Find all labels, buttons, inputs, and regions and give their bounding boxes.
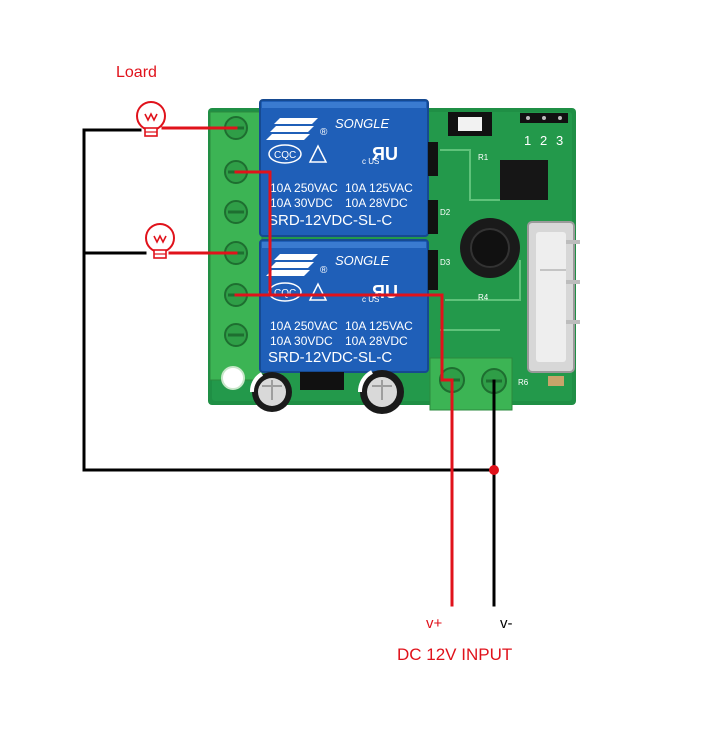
bulb-icon — [145, 223, 175, 259]
pin-2: 2 — [540, 133, 547, 148]
registered-mark: ® — [320, 127, 328, 138]
rating-2b: 10A 28VDC — [345, 334, 408, 348]
antenna-pins — [566, 240, 580, 324]
pushbutton — [448, 112, 492, 136]
inductor-coil — [460, 218, 520, 278]
songle-logo — [266, 118, 318, 140]
junction-dot — [489, 465, 499, 475]
pin-3: 3 — [556, 133, 563, 148]
registered-mark: ® — [320, 265, 328, 276]
songle-logo — [266, 254, 318, 276]
rating-1a: 10A 250VAC — [270, 319, 338, 333]
bulb-icon — [136, 101, 166, 137]
silk-d3: D3 — [440, 258, 451, 267]
diode-2 — [428, 200, 438, 234]
transistor — [300, 372, 344, 390]
rating-1a: 10A 250VAC — [270, 181, 338, 195]
relay-1: SONGLE ® CQC ЯU c US 10A 250VAC 10A 125V… — [259, 99, 429, 237]
black-wires — [82, 128, 496, 607]
rating-1b: 10A 125VAC — [345, 181, 413, 195]
vplus-label: v+ — [426, 615, 443, 632]
silk-r6: R6 — [518, 378, 529, 387]
red-wire-common-bus — [234, 293, 454, 382]
ul-sub: c US — [362, 157, 379, 166]
dc-input-label: DC 12V INPUT — [397, 645, 512, 664]
smd-cap — [548, 376, 564, 386]
rating-2a: 10A 30VDC — [270, 334, 333, 348]
screw-6 — [224, 323, 248, 347]
pin-header: 1 2 3 — [520, 113, 568, 148]
crystal-oscillator — [527, 221, 575, 373]
terminal-block-left — [209, 111, 263, 381]
diode-3 — [428, 250, 438, 290]
diode-1 — [428, 142, 438, 176]
rating-1b: 10A 125VAC — [345, 319, 413, 333]
ul-mark: ЯU — [372, 144, 398, 164]
relay-2: SONGLE ® CQC ЯU c US 10A 250VAC 10A 125V… — [259, 239, 429, 373]
silk-r1: R1 — [478, 153, 489, 162]
mounting-hole — [221, 366, 245, 390]
ul-sub: c US — [362, 295, 379, 304]
ic-chip — [500, 160, 548, 200]
rating-2a: 10A 30VDC — [270, 196, 333, 210]
relay-model: SRD-12VDC-SL-C — [268, 349, 392, 366]
pin-1: 1 — [524, 133, 531, 148]
capacitor-1 — [250, 372, 292, 412]
rating-2b: 10A 28VDC — [345, 196, 408, 210]
red-wire-common-1 — [234, 170, 272, 297]
silk-d2: D2 — [440, 208, 451, 217]
load-label: Loard — [116, 64, 157, 81]
relay-brand: SONGLE — [335, 253, 390, 268]
silk-r4: R4 — [478, 293, 489, 302]
ul-mark: ЯU — [372, 282, 398, 302]
vminus-label: v- — [500, 615, 513, 632]
screw-3 — [224, 200, 248, 224]
relay-cert: CQC — [274, 150, 296, 161]
relay-brand: SONGLE — [335, 116, 390, 131]
capacitor-2 — [357, 370, 404, 414]
relay-model: SRD-12VDC-SL-C — [268, 212, 392, 229]
red-wires — [161, 126, 454, 607]
